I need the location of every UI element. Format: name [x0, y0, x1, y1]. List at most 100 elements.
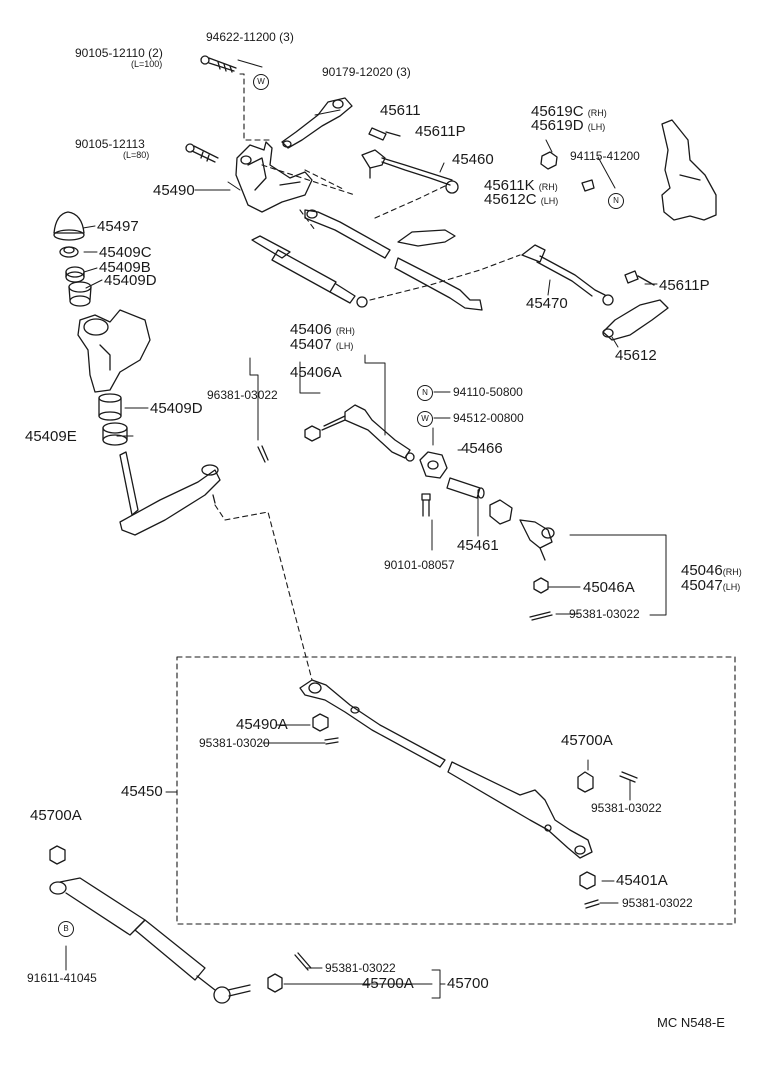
label-90105-12110-number: 90105-12110 (2) [75, 46, 163, 60]
clamp-45466 [419, 451, 448, 479]
relay-rod-upper [304, 209, 483, 311]
label-95381-03022-d: 95381-03022 [325, 961, 396, 975]
label-45406-number: 45406 [290, 321, 332, 338]
label-91611-41045: 91611-41045 [27, 971, 97, 985]
relay-rod-45450 [299, 679, 593, 859]
nut-45046A [533, 577, 549, 594]
dust-cover-45497 [53, 211, 85, 241]
label-45612C: 45612C (LH) [484, 192, 558, 207]
steering-damper-upper [251, 235, 368, 308]
label-90101-08057: 90101-08057 [384, 558, 455, 572]
label-94622-11200: 94622-11200 (3) [206, 30, 294, 44]
label-45611K-number: 45611K [484, 177, 535, 194]
label-45611K: 45611K (RH) [484, 178, 558, 193]
label-45046A: 45046A [583, 579, 635, 596]
idler-arm-bracket-45490 [235, 141, 313, 213]
steering-knuckle [661, 119, 717, 221]
label-45611P-right: 45611P [659, 277, 710, 294]
label-90105-12113-length: (L=80) [123, 150, 150, 160]
cotter-pin-95381-c [584, 899, 600, 909]
bolt-45611P [368, 127, 401, 141]
label-45611: 45611 [380, 102, 421, 119]
label-45046-side: (RH) [722, 567, 742, 577]
label-90179-12020: 90179-12020 (3) [322, 65, 411, 79]
label-45409D-upper: 45409D [104, 272, 157, 289]
label-90105-12110: 90105-12110 (2) (L=100) [75, 47, 163, 69]
label-45619C-side: (RH) [587, 108, 607, 118]
bolt-45611K [581, 179, 595, 192]
bolt-90105-12110 [200, 55, 237, 73]
label-94110-50800: 94110-50800 [453, 385, 523, 399]
label-45046: 45046(RH) [681, 563, 742, 578]
nut-symbol-n-94110: N [417, 385, 433, 401]
label-45407-side: (LH) [335, 341, 354, 351]
bushing-45409D-lower [98, 393, 122, 421]
bolt-90101-08057 [421, 493, 431, 517]
label-45619D-number: 45619D [531, 117, 584, 134]
label-45409E: 45409E [25, 428, 77, 445]
label-45612C-number: 45612C [484, 191, 537, 208]
bolt-symbol-b: B [58, 921, 74, 937]
label-45700A-box: 45700A [561, 732, 613, 749]
label-45409D-lower: 45409D [150, 400, 203, 417]
label-95381-03020: 95381-03020 [199, 736, 270, 750]
label-45461: 45461 [457, 537, 499, 554]
cotter-pin-95381-03020 [324, 737, 339, 745]
knuckle-arm-upper [397, 229, 456, 247]
label-45470: 45470 [526, 295, 568, 312]
label-95381-03022-c: 95381-03022 [622, 896, 693, 910]
parts-illustrations [49, 55, 717, 1004]
leader-lines [65, 59, 667, 999]
label-96381-03022: 96381-03022 [207, 388, 278, 402]
nut-45406A [304, 425, 321, 442]
pitman-arm-45611 [281, 97, 353, 149]
label-45450: 45450 [121, 783, 163, 800]
label-45466: 45466 [461, 440, 503, 457]
washer-symbol-w-94512: W [417, 411, 433, 427]
label-45619C-number: 45619C [531, 103, 584, 120]
nut-45490A [312, 713, 329, 732]
nut-45700A-lower [267, 973, 283, 993]
tie-rod-end-45046 [519, 519, 555, 561]
bushing-45409B [65, 266, 85, 283]
nut-45619C [540, 151, 558, 170]
label-95381-03022-b: 95381-03022 [591, 801, 662, 815]
assembly-guide-lines [176, 73, 736, 925]
label-45490A: 45490A [236, 716, 288, 733]
bolt-45611P-right [624, 270, 655, 286]
tie-rod-end-45406 [321, 404, 415, 462]
bushing-45409E [102, 422, 128, 446]
adjusting-sleeve-45461 [446, 477, 485, 499]
idler-arm [119, 451, 221, 536]
label-45619D-side: (LH) [587, 122, 606, 132]
label-45611P-upper: 45611P [415, 123, 466, 140]
bushing-45409D-upper [68, 281, 92, 307]
cotter-pin-95381-d [294, 952, 312, 971]
tie-rod-end-45460 [361, 149, 459, 194]
label-45497: 45497 [97, 218, 139, 235]
label-95381-03022-a: 95381-03022 [569, 607, 640, 621]
washer-45409C [59, 246, 79, 258]
label-45611K-side: (RH) [538, 182, 558, 192]
nut-45700A-box [577, 771, 594, 793]
label-45619C: 45619C (RH) [531, 104, 607, 119]
knuckle-arm-45612 [602, 299, 669, 341]
tie-rod-end-45470 [521, 244, 614, 306]
label-45409B: 45409B [99, 259, 151, 276]
label-45409C: 45409C [99, 244, 152, 261]
label-94512-00800: 94512-00800 [453, 411, 524, 425]
bolt-90105-12113 [185, 143, 219, 163]
label-45406A: 45406A [290, 364, 342, 381]
washer-symbol-w: W [253, 74, 269, 90]
nut-45700A-left [49, 845, 66, 865]
label-45700A-lower: 45700A [362, 975, 414, 992]
steering-damper-45700 [49, 877, 251, 1004]
label-45700: 45700 [447, 975, 489, 992]
label-94115-41200: 94115-41200 [570, 149, 640, 163]
label-45047-side: (LH) [722, 582, 741, 592]
label-45612: 45612 [615, 347, 657, 364]
label-45406: 45406 (RH) [290, 322, 355, 337]
cotter-pin-95381-b [619, 771, 638, 783]
nut-45401A [579, 871, 596, 890]
label-45460: 45460 [452, 151, 494, 168]
